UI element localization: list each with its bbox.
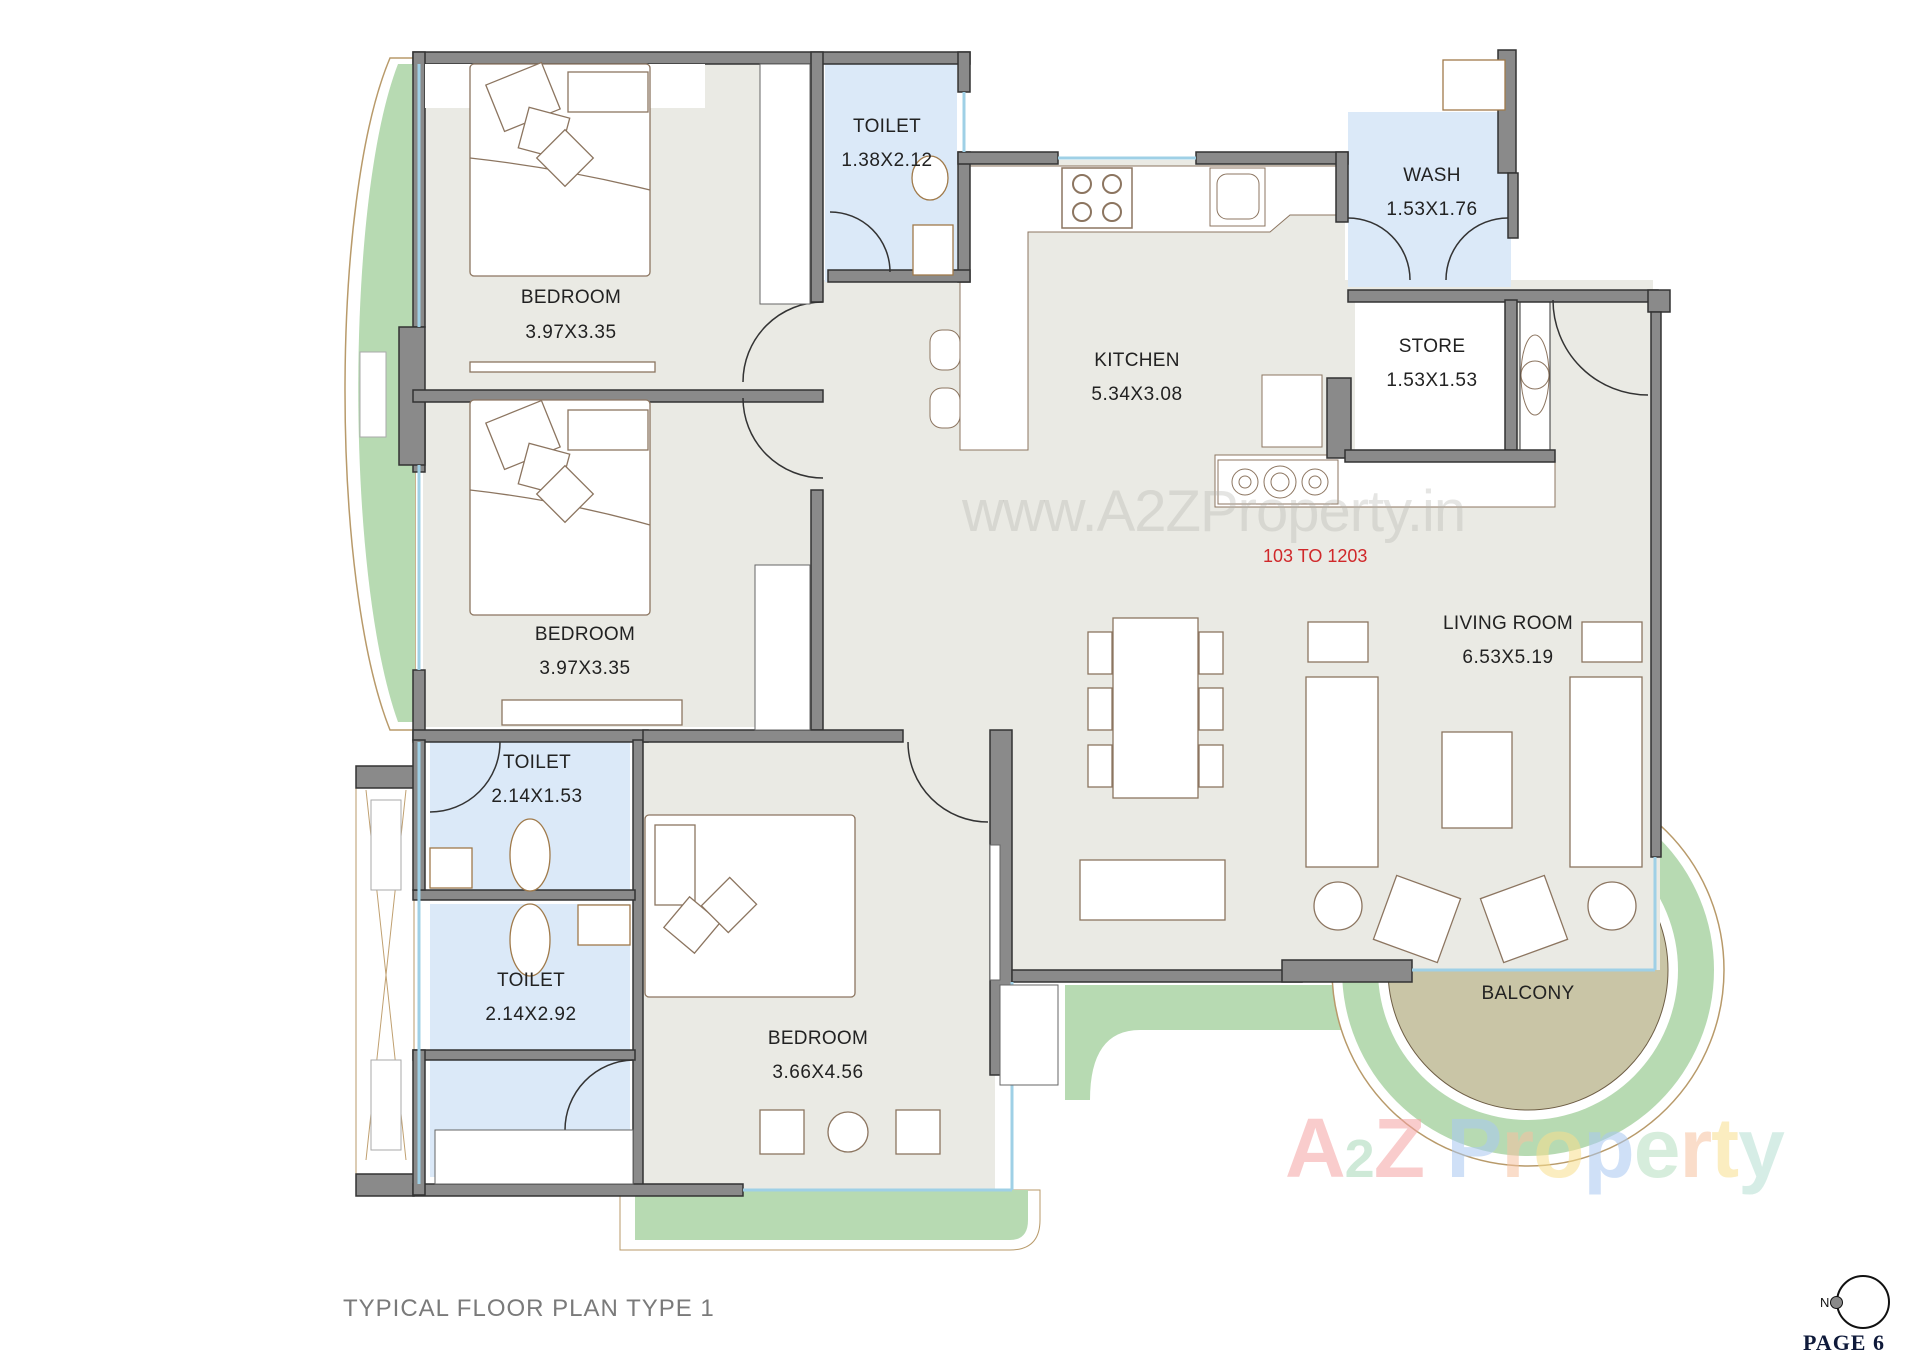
watermark-letter: t: [1711, 1101, 1739, 1195]
room-label-bedroom-3: BEDROOM: [767, 1028, 869, 1049]
north-marker-icon: [1830, 1296, 1843, 1309]
wardrobes: [434, 63, 1059, 1185]
watermark-letter: Z: [1373, 1101, 1425, 1195]
watermark-letter: P: [1446, 1101, 1502, 1195]
watermark-letter: A: [1285, 1101, 1346, 1195]
watermark-logo: A2Z Property: [1285, 1100, 1785, 1197]
doors: [429, 211, 1649, 1131]
toilet-fixtures: [429, 59, 1506, 977]
room-size-bedroom-3: 3.66X4.56: [772, 1062, 864, 1083]
watermark-letter: e: [1633, 1101, 1681, 1195]
room-label-toilet-3: TOILET: [497, 970, 565, 991]
room-label-balcony: BALCONY: [1481, 983, 1575, 1004]
watermark-url: www.A2ZProperty.in: [962, 479, 1466, 544]
glazing: [417, 64, 1657, 1192]
watermark-letter: r: [1501, 1101, 1534, 1195]
room-size-bedroom-1: 3.97X3.35: [525, 322, 617, 343]
watermark-letter: [1424, 1101, 1446, 1195]
beds: [425, 61, 856, 998]
room-size-store: 1.53X1.53: [1386, 370, 1478, 391]
north-label: N: [1820, 1295, 1830, 1310]
room-label-kitchen: KITCHEN: [1094, 350, 1180, 371]
room-size-living-room: 6.53X5.19: [1462, 647, 1554, 668]
plan-title: TYPICAL FLOOR PLAN TYPE 1: [343, 1295, 715, 1322]
room-size-kitchen: 5.34X3.08: [1091, 384, 1183, 405]
room-label-toilet-2: TOILET: [503, 752, 571, 773]
kitchen-counters: [929, 165, 1556, 508]
room-label-bedroom-2: BEDROOM: [534, 624, 636, 645]
watermark-letter: p: [1583, 1101, 1634, 1195]
room-size-toilet-1: 1.38X2.12: [841, 150, 933, 171]
room-size-toilet-2: 2.14X1.53: [491, 786, 583, 807]
room-size-bedroom-2: 3.97X3.35: [539, 658, 631, 679]
room-label-wash: WASH: [1403, 165, 1461, 186]
unit-range-label: 103 TO 1203: [1263, 546, 1368, 566]
walls: [355, 49, 1671, 1197]
watermark-letter: y: [1738, 1101, 1785, 1195]
watermark-letter: 2: [1344, 1129, 1375, 1189]
room-size-wash: 1.53X1.76: [1386, 199, 1478, 220]
watermark-letter: r: [1679, 1101, 1712, 1195]
left-garden-strip: [344, 57, 416, 731]
room-size-toilet-3: 2.14X2.92: [485, 1004, 577, 1025]
left-lower-balcony: [355, 765, 415, 1175]
bottom-garden: [619, 985, 1380, 1251]
north-compass: [1836, 1275, 1890, 1329]
living-furniture: [759, 617, 1643, 1155]
room-label-bedroom-1: BEDROOM: [520, 287, 622, 308]
watermark-letter: o: [1533, 1101, 1584, 1195]
room-label-living-room: LIVING ROOM: [1443, 613, 1573, 634]
page-number: PAGE 6: [1803, 1330, 1885, 1355]
room-label-toilet-1: TOILET: [853, 116, 921, 137]
room-label-store: STORE: [1398, 336, 1466, 357]
